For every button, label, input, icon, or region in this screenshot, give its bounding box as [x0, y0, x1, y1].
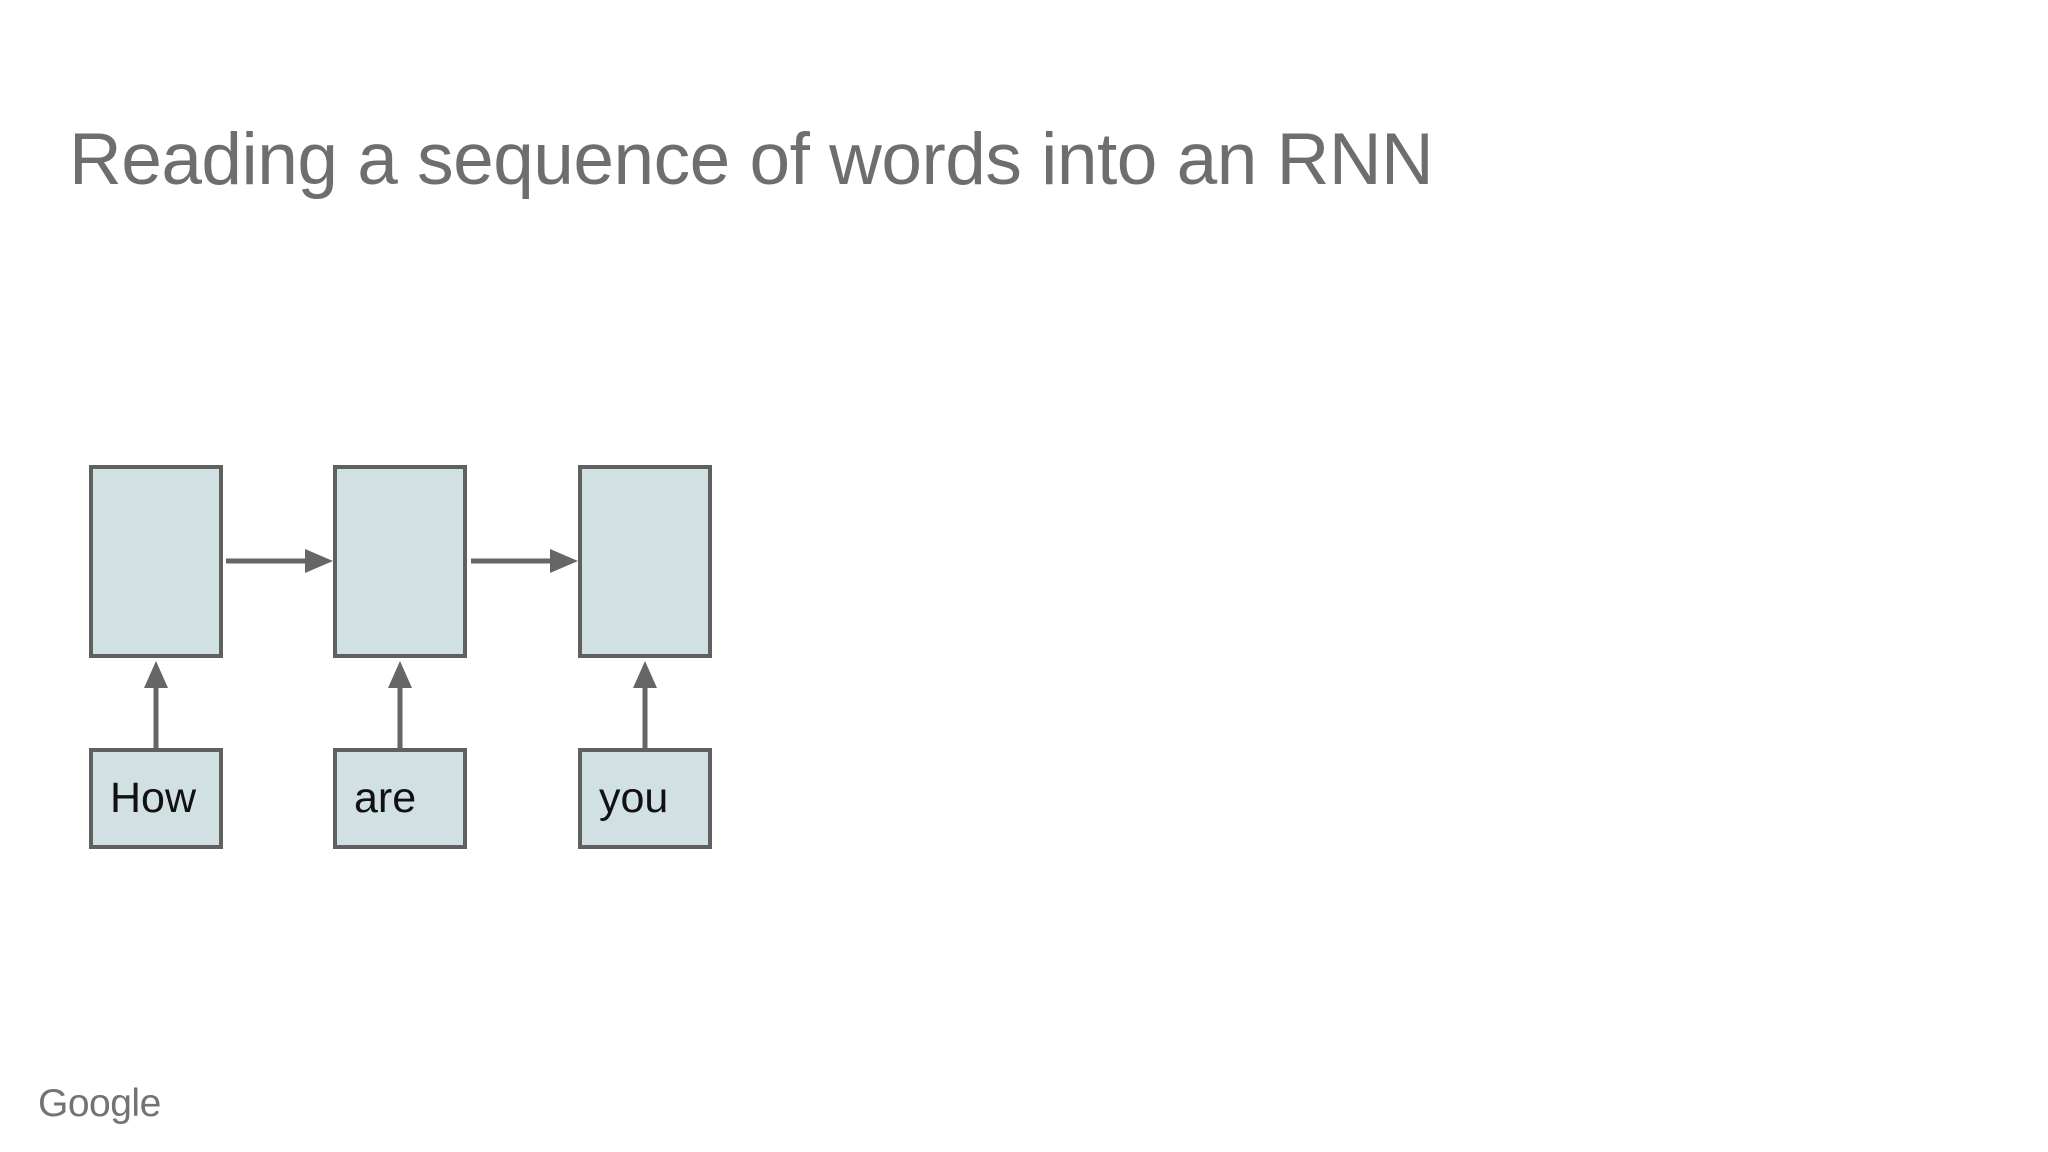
input-arrow-2 [388, 661, 412, 748]
rnn-cell-3 [578, 465, 712, 658]
word-label: you [599, 774, 669, 822]
word-label: How [110, 774, 197, 822]
word-box-you: you [578, 748, 712, 849]
recurrent-arrow-2 [471, 549, 578, 573]
slide-title: Reading a sequence of words into an RNN [69, 119, 1434, 200]
word-box-how: How [89, 748, 223, 849]
google-logo: Google [38, 1082, 161, 1125]
rnn-cell-2 [333, 465, 467, 658]
word-label: are [354, 774, 417, 822]
input-arrow-3 [633, 661, 657, 748]
recurrent-arrow-1 [226, 549, 333, 573]
rnn-cell-1 [89, 465, 223, 658]
input-arrow-1 [144, 661, 168, 748]
word-box-are: are [333, 748, 467, 849]
